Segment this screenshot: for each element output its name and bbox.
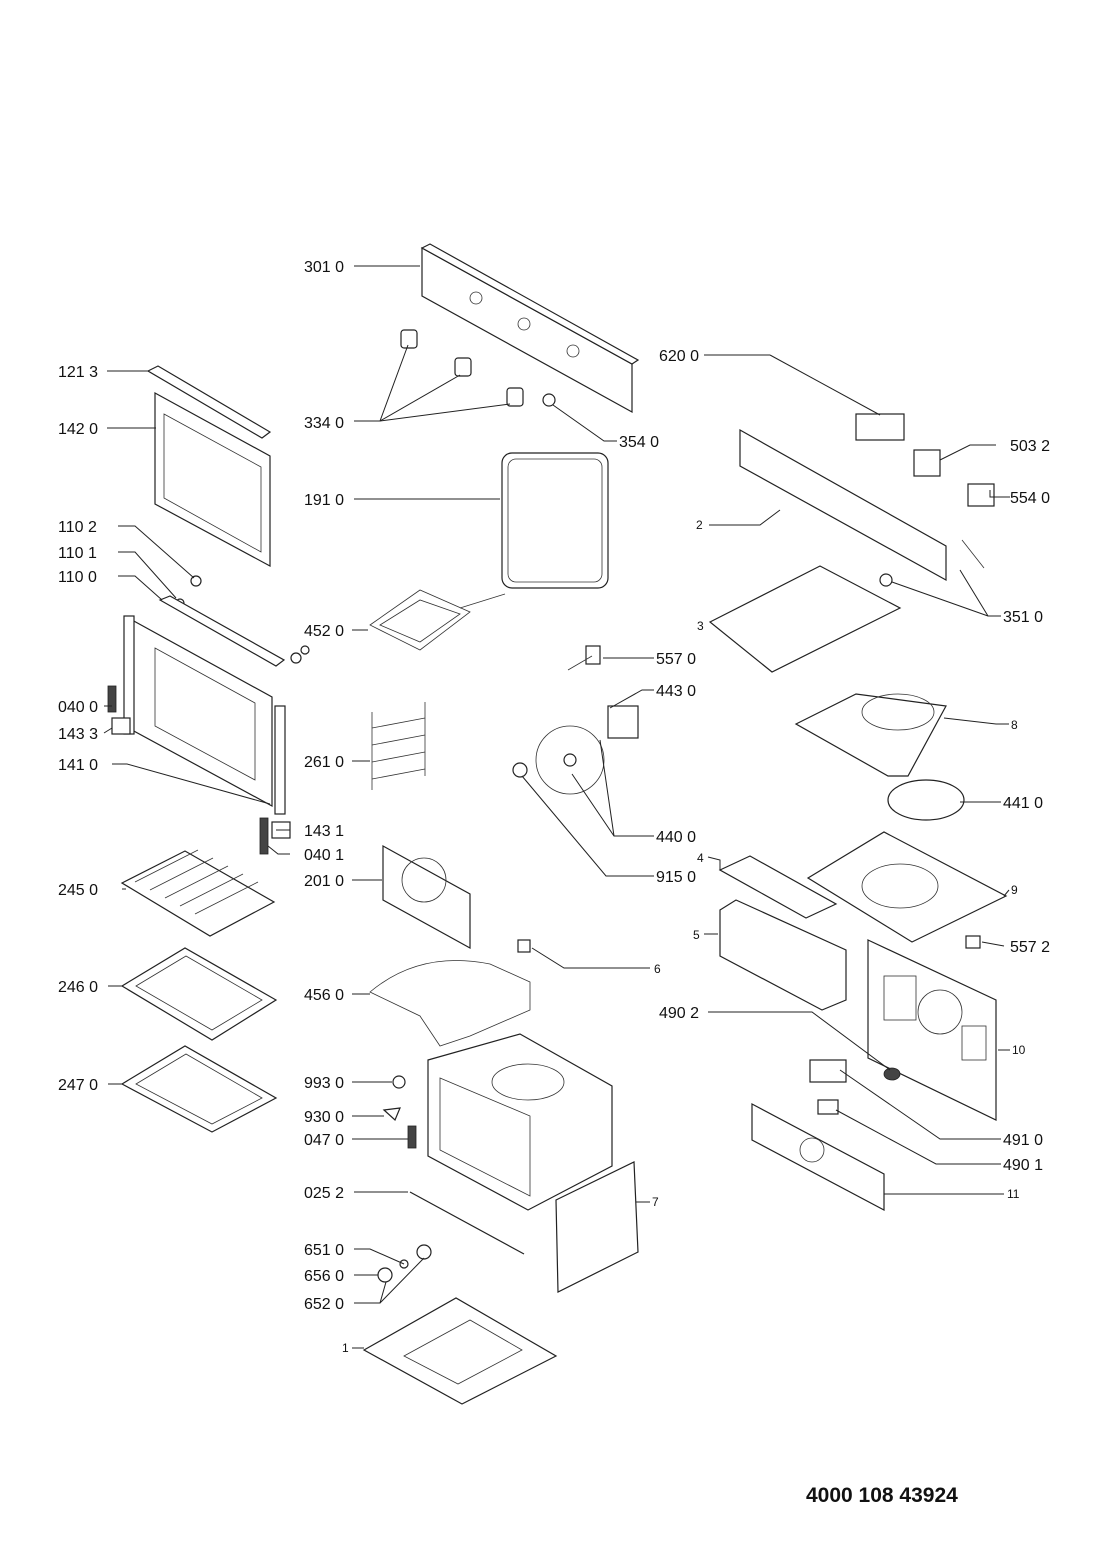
part-label-3: 3 <box>697 619 704 633</box>
control-board-drawing <box>751 1103 885 1211</box>
bottom-cover-drawing <box>362 1297 558 1405</box>
part-label-4560: 456 0 <box>304 987 344 1004</box>
part-label-6510: 651 0 <box>304 1242 344 1259</box>
part-label-1100: 110 0 <box>58 569 97 586</box>
part-label-2: 2 <box>696 518 703 532</box>
part-label-8: 8 <box>1011 718 1018 732</box>
part-label-6520: 652 0 <box>304 1296 344 1313</box>
part-label-4: 4 <box>697 851 704 865</box>
control-bracket-drawing <box>739 428 947 582</box>
part-label-9300: 930 0 <box>304 1109 344 1126</box>
door-gasket-drawing <box>501 452 609 589</box>
control-panel-drawing <box>420 243 640 414</box>
part-label-0400: 040 0 <box>58 699 98 716</box>
part-label-10: 10 <box>1012 1043 1026 1057</box>
part-label-1: 1 <box>342 1341 349 1355</box>
cooling-fan-drawing <box>887 779 965 821</box>
part-label-2450: 245 0 <box>58 882 98 899</box>
part-label-1410: 141 0 <box>58 757 98 774</box>
part-label-5540: 554 0 <box>1010 490 1050 507</box>
part-label-4410: 441 0 <box>1003 795 1043 812</box>
part-label-1910: 191 0 <box>304 492 344 509</box>
back-cover-drawing <box>382 844 471 950</box>
part-label-5: 5 <box>693 928 700 942</box>
circular-element-drawing <box>369 960 531 1047</box>
part-label-3340: 334 0 <box>304 415 344 432</box>
part-label-4520: 452 0 <box>304 623 344 640</box>
part-label-2010: 201 0 <box>304 873 344 890</box>
part-labels: 301 0 620 0 121 3 334 0 354 0 142 0 503 … <box>58 259 1050 1355</box>
part-label-3510: 351 0 <box>1003 609 1043 626</box>
inner-door-drawing <box>123 615 286 815</box>
part-label-1420: 142 0 <box>58 421 98 438</box>
part-label-3010: 301 0 <box>304 259 344 276</box>
side-racks-drawing <box>371 702 426 790</box>
part-label-6560: 656 0 <box>304 1268 344 1285</box>
part-label-1101: 110 1 <box>58 545 97 562</box>
part-label-0401: 040 1 <box>304 847 344 864</box>
part-label-1213: 121 3 <box>58 364 98 381</box>
fan-duct-drawing <box>794 693 947 777</box>
document-number: 4000 108 43924 <box>806 1484 958 1507</box>
rear-frame-drawing <box>555 1161 639 1293</box>
grill-element-drawing <box>369 589 506 651</box>
part-label-9930: 993 0 <box>304 1075 344 1092</box>
part-label-1433: 143 3 <box>58 726 98 743</box>
part-label-6: 6 <box>654 962 661 976</box>
part-label-1102: 110 2 <box>58 519 97 536</box>
part-label-5570: 557 0 <box>656 651 696 668</box>
top-plate-drawing <box>806 831 1008 943</box>
fan-blade-drawing <box>535 725 605 795</box>
part-label-1431: 143 1 <box>304 823 344 840</box>
part-drawings <box>107 243 1008 1405</box>
door-profile-drawing <box>158 595 286 667</box>
part-label-2610: 261 0 <box>304 754 344 771</box>
part-label-3540: 354 0 <box>619 434 659 451</box>
part-label-4910: 491 0 <box>1003 1132 1043 1149</box>
outer-glass-drawing <box>154 391 271 568</box>
part-label-9150: 915 0 <box>656 869 696 886</box>
wire-shelf-drawing <box>120 849 276 937</box>
part-label-2470: 247 0 <box>58 1077 98 1094</box>
terminal-block-drawing <box>855 413 905 441</box>
part-label-11: 11 <box>1007 1187 1020 1201</box>
baking-tray-drawing <box>120 947 278 1041</box>
top-cover-drawing <box>708 565 902 673</box>
part-label-2460: 246 0 <box>58 979 98 996</box>
rear-panel-drawing <box>867 939 997 1121</box>
part-label-9: 9 <box>1011 883 1018 897</box>
part-label-0470: 047 0 <box>304 1132 344 1149</box>
part-label-4400: 440 0 <box>656 829 696 846</box>
door-top-profile-drawing <box>146 365 272 439</box>
fan-motor-drawing <box>607 705 639 739</box>
part-label-6200: 620 0 <box>659 348 699 365</box>
part-label-4430: 443 0 <box>656 683 696 700</box>
oven-cavity-drawing <box>427 1033 613 1211</box>
part-label-0252: 025 2 <box>304 1185 344 1202</box>
part-label-5572: 557 2 <box>1010 939 1050 956</box>
knobs-drawing <box>400 329 556 407</box>
part-label-4902: 490 2 <box>659 1005 699 1022</box>
drip-tray-drawing <box>120 1045 278 1133</box>
part-label-4901: 490 1 <box>1003 1157 1043 1174</box>
part-label-7: 7 <box>652 1195 659 1209</box>
part-label-5032: 503 2 <box>1010 438 1050 455</box>
leader-lines <box>103 265 1010 1349</box>
